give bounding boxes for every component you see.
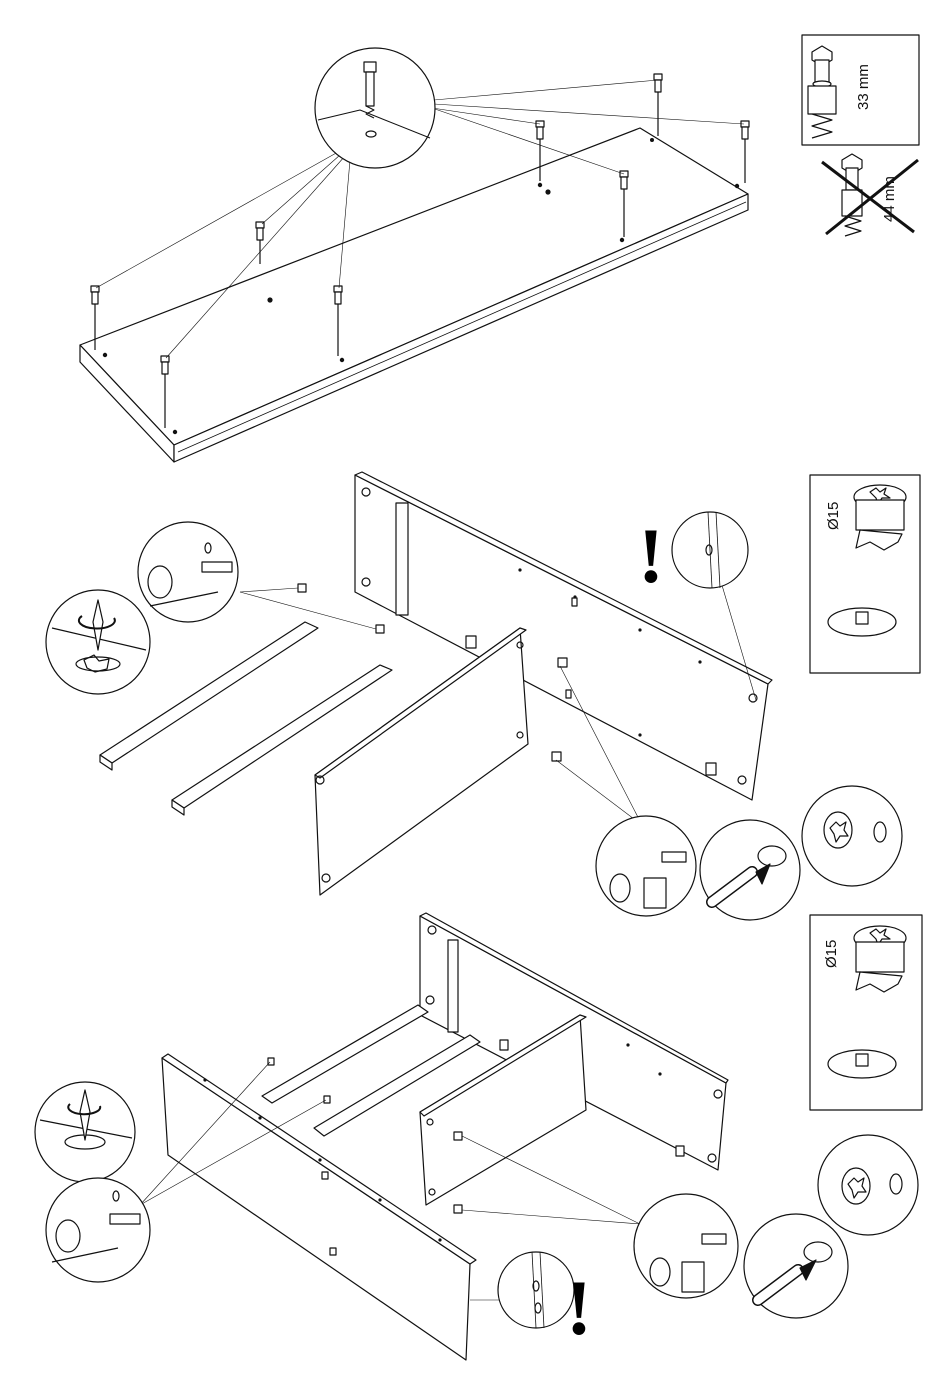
cam-bolt bbox=[741, 121, 749, 183]
top-panel-face bbox=[80, 128, 748, 445]
step3-cam-lock-position-detail-circle bbox=[818, 1135, 918, 1235]
step-3-carcass: ! bbox=[35, 913, 918, 1360]
step3-hole-detail-circle bbox=[498, 1252, 574, 1328]
cam-cover-cap-icon-2 bbox=[828, 1050, 896, 1078]
step3-attention-mark: ! bbox=[566, 1264, 592, 1351]
cam-bolt-44-wrong-icon bbox=[842, 154, 862, 236]
step3-cam-insert-detail-circle bbox=[634, 1194, 738, 1298]
cam-insert-detail-circle bbox=[596, 816, 696, 916]
cam-bolt-length-label: 33 mm bbox=[855, 64, 872, 110]
cam-lock-position-detail-circle bbox=[802, 786, 902, 886]
side-panel bbox=[315, 628, 528, 895]
parts-box-cam-lock-1: Ø15 bbox=[810, 475, 920, 673]
cam-lock-icon-2 bbox=[854, 926, 906, 992]
cross-out-icon bbox=[822, 160, 918, 234]
step-2-frame: ! bbox=[46, 472, 902, 920]
cam-lock-icon bbox=[854, 485, 906, 550]
step3-screwdriver-detail-circle bbox=[35, 1082, 135, 1182]
step-1-top-panel bbox=[80, 48, 749, 462]
cam-cover-cap-icon bbox=[828, 608, 896, 636]
parts-box-cam-bolt: 33 mm 44 mm bbox=[802, 35, 919, 236]
step3-screwdriver-insert-detail-circle bbox=[744, 1214, 848, 1318]
cam-bolt bbox=[654, 74, 662, 136]
cam-bolt bbox=[256, 222, 264, 264]
back-panel-brace bbox=[396, 503, 408, 615]
screwdriver-insert-detail-circle bbox=[700, 820, 800, 920]
attention-mark: ! bbox=[638, 512, 664, 599]
parts-box-cam-lock-2: Ø15 bbox=[810, 915, 922, 1110]
cam-lock-diameter-label: Ø15 bbox=[825, 502, 842, 530]
screwdriver-detail-circle bbox=[46, 590, 150, 694]
step3-cam-lock-detail-circle bbox=[46, 1178, 150, 1282]
carcass-front-panel bbox=[162, 1058, 470, 1360]
cam-lock-detail-circle bbox=[138, 522, 238, 622]
cam-bolt-detail-circle bbox=[315, 48, 435, 168]
cam-lock-diameter-label-2: Ø15 bbox=[823, 940, 840, 968]
